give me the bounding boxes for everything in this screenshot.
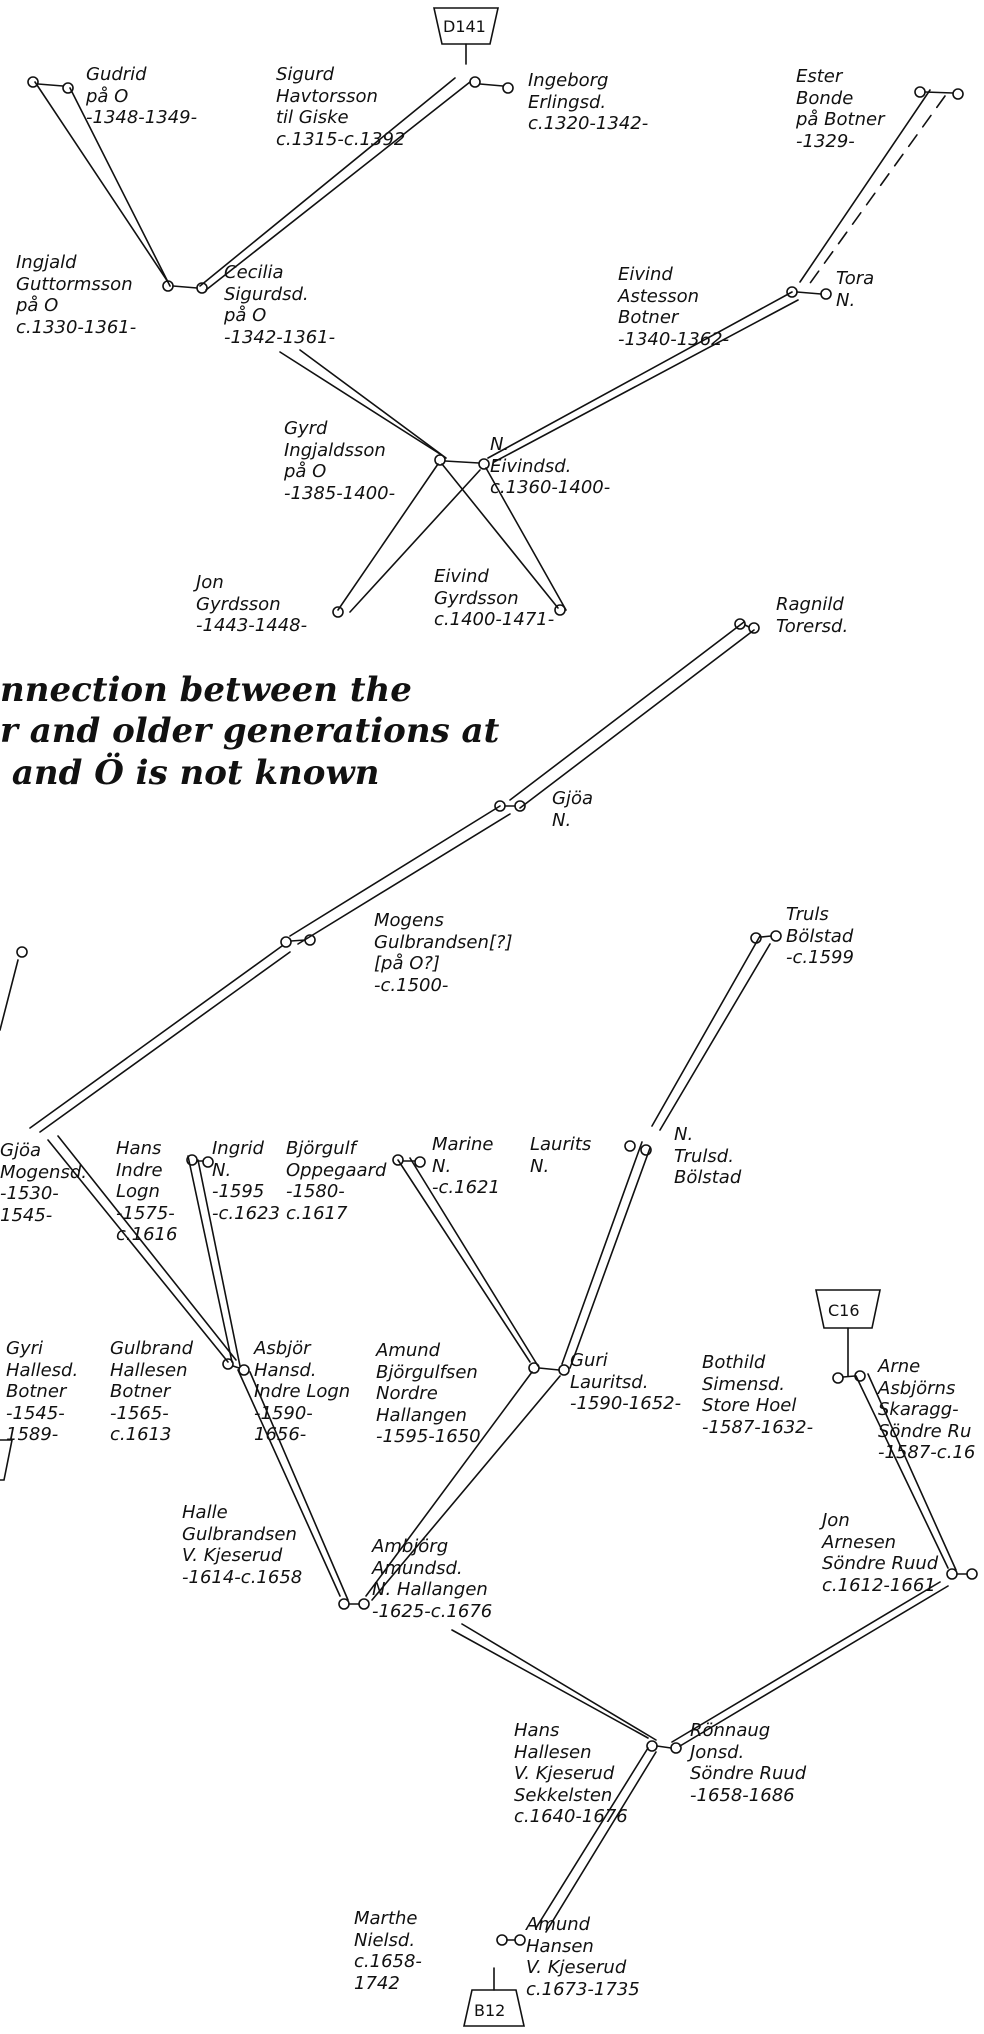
person-gulbrand: Gulbrand Hallesen Botner -1565- c.1613 <box>110 1338 194 1446</box>
person-jon-gyrdsson: Jon Gyrdsson -1443-1448- <box>196 572 308 637</box>
reference-box-partial <box>0 1439 13 1481</box>
person-bothild: Bothild Simensd. Store Hoel -1587-1632- <box>702 1352 814 1438</box>
reference-box-c16: C16 <box>815 1289 881 1377</box>
person-marthe: Marthe Nielsd. c.1658- 1742 <box>354 1908 422 1994</box>
person-gyrd: Gyrd Ingjaldsson på O -1385-1400- <box>284 418 396 504</box>
connection-note: nnection between the r and older generat… <box>0 670 500 793</box>
person-laurits: Laurits N. <box>530 1134 592 1177</box>
person-gyri: Gyri Hallesd. Botner -1545- 1589- <box>6 1338 79 1446</box>
person-n-trulsd: N. Trulsd. Bölstad <box>674 1124 742 1189</box>
person-ingrid: Ingrid N. -1595 -c.1623 <box>212 1138 280 1224</box>
person-ester: Ester Bonde på Botner -1329- <box>796 66 885 152</box>
person-amund-hansen: Amund Hansen V. Kjeserud c.1673-1735 <box>526 1914 640 2000</box>
reference-box-d141: D141 <box>433 7 499 65</box>
person-guri: Guri Lauritsd. -1590-1652- <box>570 1350 682 1415</box>
person-cecilia: Cecilia Sigurdsd. på O -1342-1361- <box>224 262 336 348</box>
reference-box-b12: B12 <box>463 1967 525 2027</box>
person-hans-indre-logn: Hans Indre Logn -1575- c.1616 <box>116 1138 178 1246</box>
person-marine: Marine N. -c.1621 <box>432 1134 500 1199</box>
person-gjoa-n: Gjöa N. <box>552 788 593 831</box>
couple-symbols <box>16 76 978 1946</box>
person-sigurd: Sigurd Havtorsson til Giske c.1315-c.139… <box>276 64 406 150</box>
descent-lines <box>0 77 957 1933</box>
person-hans-hallesen: Hans Hallesen V. Kjeserud Sekkelsten c.1… <box>514 1720 628 1828</box>
person-mogens: Mogens Gulbrandsen[?] [på O?] -c.1500- <box>374 910 513 996</box>
person-eivind-astesson: Eivind Astesson Botner -1340-1362- <box>618 264 730 350</box>
reference-d141-label: D141 <box>443 17 486 36</box>
reference-c16-label: C16 <box>828 1301 860 1320</box>
person-tora: Tora N. <box>836 268 875 311</box>
person-amund-bjorgulfsen: Amund Björgulfsen Nordre Hallangen -1595… <box>376 1340 481 1448</box>
person-bjorgulf: Björgulf Oppegaard -1580- c.1617 <box>286 1138 387 1224</box>
person-jon-arnesen: Jon Arnesen Söndre Ruud c.1612-1661 <box>822 1510 939 1596</box>
reference-b12-label: B12 <box>474 2001 505 2020</box>
person-ingeborg: Ingeborg Erlingsd. c.1320-1342- <box>528 70 649 135</box>
person-ronnaug: Rönnaug Jonsd. Söndre Ruud -1658-1686 <box>690 1720 807 1806</box>
person-eivind-gyrdsson: Eivind Gyrdsson c.1400-1471- <box>434 566 555 631</box>
person-ambjorg: Ambjörg Amundsd. N. Hallangen -1625-c.16… <box>372 1536 493 1622</box>
person-truls: Truls Bölstad -c.1599 <box>786 904 854 969</box>
person-ingjald: Ingjald Guttormsson på O c.1330-1361- <box>16 252 137 338</box>
person-n-eivindsd: N. Eivindsd. c.1360-1400- <box>490 434 611 499</box>
person-arne: Arne Asbjörns Skaragg- Söndre Ru -1587-c… <box>878 1356 976 1464</box>
person-asbjor: Asbjör Hansd. Indre Logn -1590- 1656- <box>254 1338 351 1446</box>
person-gjoa-mogensd: Gjöa Mogensd. -1530- 1545- <box>0 1140 87 1226</box>
person-ragnild: Ragnild Torersd. <box>776 594 849 637</box>
person-gudrid: Gudrid på O -1348-1349- <box>86 64 198 129</box>
person-halle: Halle Gulbrandsen V. Kjeserud -1614-c.16… <box>182 1502 303 1588</box>
